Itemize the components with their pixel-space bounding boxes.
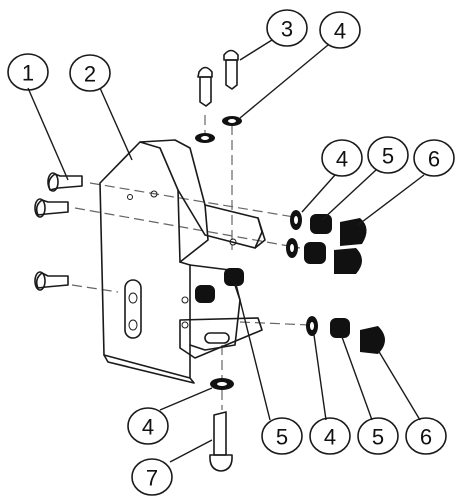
callout-4-right: 4 <box>321 139 363 177</box>
callout-6-right: 6 <box>413 139 455 177</box>
callout-5-bottom-a-label: 5 <box>276 425 288 450</box>
bracket <box>99 139 266 384</box>
assembly-axis-lines <box>71 115 311 410</box>
callout-4-bottom-label: 4 <box>324 425 336 450</box>
callout-5-bottom-a: 5 <box>261 417 303 455</box>
callout-4-bottom: 4 <box>309 417 351 455</box>
callout-6-bottom-label: 6 <box>420 425 432 450</box>
screw-part3-left <box>197 66 213 107</box>
cap-nuts <box>334 218 385 354</box>
callout-4-bottom-left: 4 <box>127 407 169 445</box>
callout-5-bottom-b: 5 <box>357 417 399 455</box>
screw-part1-bottom <box>34 271 69 291</box>
screw-part3-right <box>223 49 239 90</box>
callout-4-right-label: 4 <box>336 147 348 172</box>
callout-1-label: 1 <box>22 61 34 86</box>
callout-2: 2 <box>69 54 111 92</box>
callout-6-bottom: 6 <box>405 417 447 455</box>
screw-part1-middle <box>34 198 69 218</box>
callout-5-right: 5 <box>367 136 409 174</box>
screw-part7 <box>209 411 233 472</box>
callout-4-top-label: 4 <box>334 19 346 44</box>
leader-lines <box>27 39 425 463</box>
callout-3: 3 <box>266 9 308 47</box>
callout-4-bottom-left-label: 4 <box>142 415 154 440</box>
callout-3-label: 3 <box>281 17 293 42</box>
callout-5-bottom-b-label: 5 <box>372 425 384 450</box>
callout-2-label: 2 <box>84 62 96 87</box>
callout-5-right-label: 5 <box>382 144 394 169</box>
callout-7: 7 <box>131 458 173 496</box>
callout-6-right-label: 6 <box>428 147 440 172</box>
callout-7-label: 7 <box>146 466 158 491</box>
callout-4-top: 4 <box>319 11 361 49</box>
callout-1: 1 <box>7 53 49 91</box>
hex-nuts <box>195 214 350 338</box>
washers <box>195 116 318 390</box>
screw-part1-top <box>47 172 83 192</box>
